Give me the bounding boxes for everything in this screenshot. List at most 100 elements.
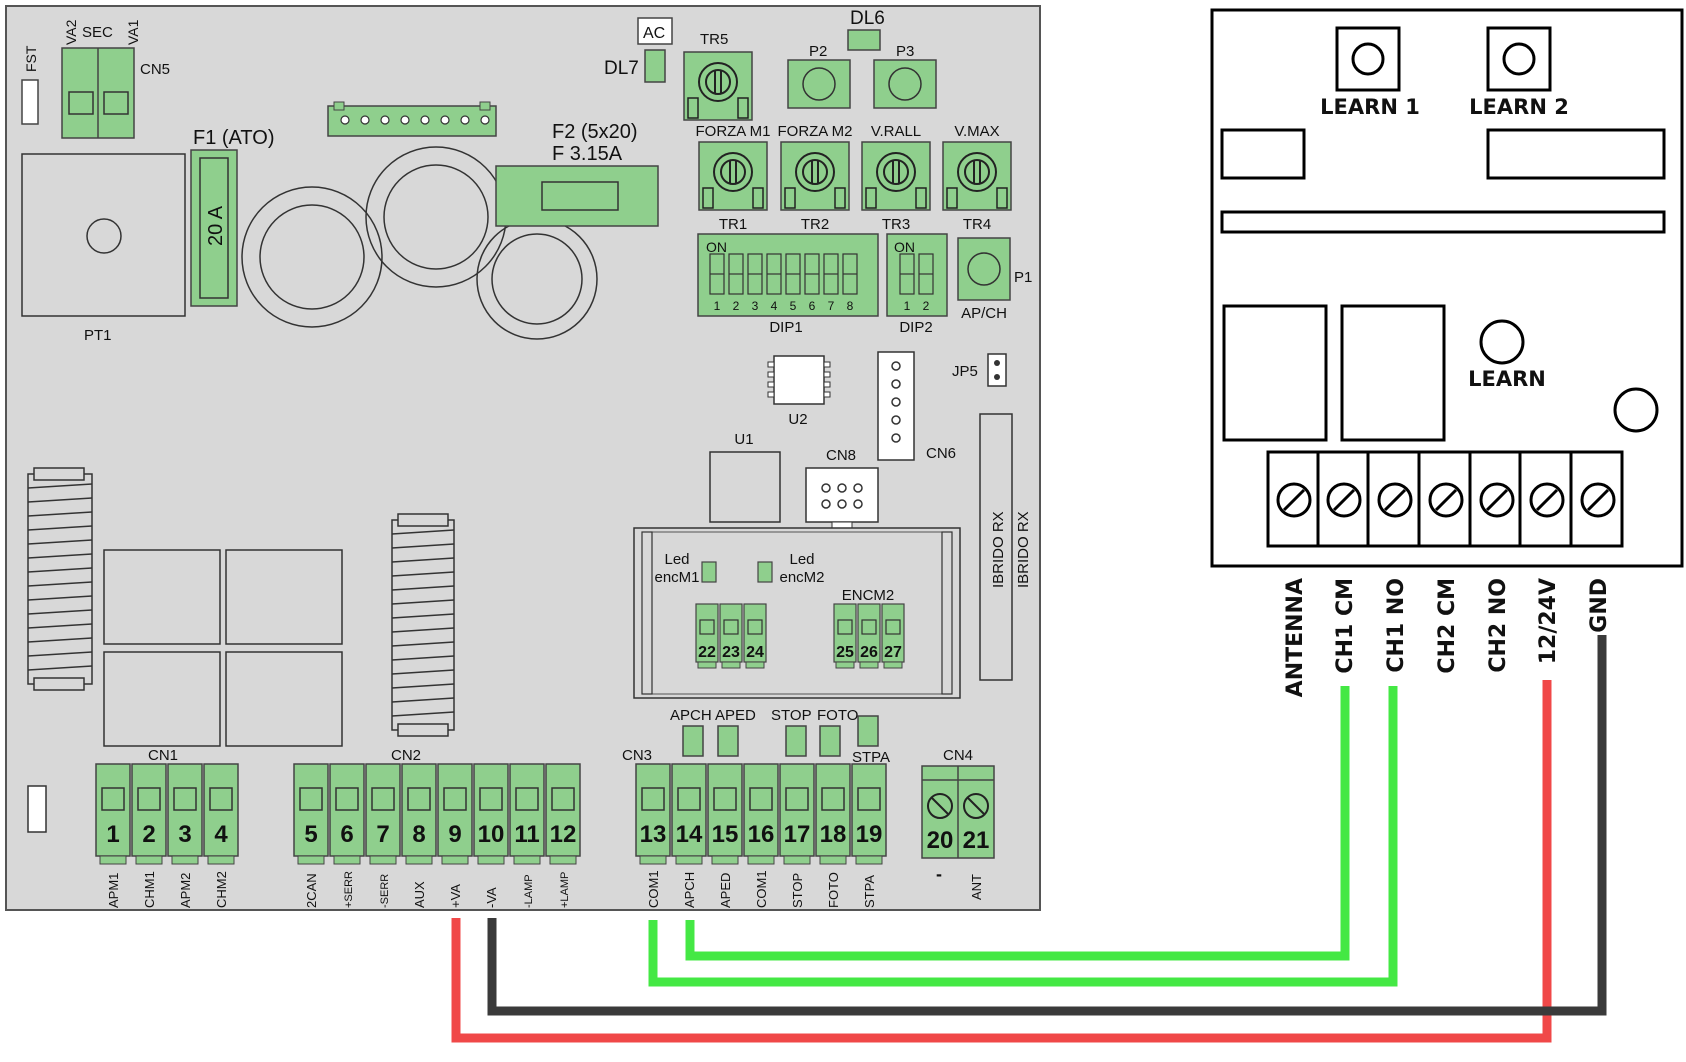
p1-id: P1: [1014, 269, 1032, 286]
trimmer-tr3-id: TR3: [882, 216, 910, 233]
cn4-label: CN4: [943, 747, 973, 764]
fst-label: FST: [23, 45, 39, 72]
terminal-name: +VA: [448, 884, 463, 908]
terminal-number: 15: [712, 821, 739, 848]
terminal-name: +SERR: [343, 871, 355, 908]
cn6-connector: [877, 351, 915, 461]
learn1-label: LEARN 1: [1320, 95, 1420, 119]
receiver-terminal-label: CH2 CM: [1435, 578, 1460, 674]
tr5-label: TR5: [700, 31, 728, 48]
learn-led: [1479, 319, 1525, 365]
encm1-terminals: 22 23 24: [695, 603, 767, 669]
p1-button: [957, 237, 1011, 301]
receiver-relay: [1222, 304, 1328, 442]
led-encm1: [701, 561, 717, 583]
ac-box: [637, 17, 673, 45]
dl6-led: [847, 29, 881, 51]
trimmer-tr3: [861, 141, 931, 211]
cn5-connector: [61, 47, 135, 139]
trimmer-tr4-id: TR4: [963, 216, 991, 233]
coil-left: [27, 467, 93, 691]
control-board: FST VA2 SEC VA1 CN5 PT1 F1 (ATO) 20 A: [5, 5, 1041, 911]
terminal-number: 13: [640, 821, 667, 848]
fuse2: [495, 165, 659, 227]
p2-label: P2: [809, 43, 827, 60]
fuse2-line2: F 3.15A: [552, 143, 623, 165]
u2-chip: [767, 355, 831, 405]
led-aped-label: APED: [715, 707, 756, 724]
screw-icon: [1326, 482, 1362, 518]
dip1-num: 2: [733, 299, 740, 313]
va1-label: VA1: [125, 19, 141, 45]
learn2-label: LEARN 2: [1469, 95, 1569, 119]
screw-icon: [1580, 482, 1616, 518]
terminal-number: 12: [550, 821, 577, 848]
enc-terminal-num: 27: [884, 644, 902, 661]
dip1-on: ON: [706, 239, 727, 255]
cn3-terminal-block: 13 14 15 16 17 18 19 COM1 APCH APED COM1…: [635, 763, 887, 908]
dip1-num: 3: [752, 299, 759, 313]
terminal-name: APM1: [106, 873, 121, 908]
screw-icon: [1428, 482, 1464, 518]
encm2-terminals: 25 26 27: [833, 603, 905, 669]
trimmer-tr1: [698, 141, 768, 211]
cn5-label: CN5: [140, 61, 170, 78]
receiver-terminal-label: CH1 NO: [1384, 578, 1409, 673]
terminal-number: 1: [106, 821, 119, 848]
dl7-label: DL7: [604, 58, 639, 79]
terminal-name: CHM1: [142, 871, 157, 908]
terminal-name: -SERR: [379, 874, 391, 908]
terminal-number: 4: [214, 821, 228, 848]
terminal-number: 9: [448, 821, 461, 848]
dip1-num: 6: [809, 299, 816, 313]
tr5-trimmer: [683, 51, 753, 121]
encoder-module: [633, 527, 961, 699]
screw-icon: [1276, 482, 1312, 518]
dl7-led: [644, 49, 666, 83]
dip2-on: ON: [894, 239, 915, 255]
cn8-label: CN8: [826, 447, 856, 464]
fuse1: [190, 149, 238, 307]
terminal-name: COM1: [646, 870, 661, 908]
cn3-label: CN3: [622, 747, 652, 764]
screw-icon: [1377, 482, 1413, 518]
receiver-terminal-block: [1266, 450, 1624, 548]
terminal-number: 20: [927, 827, 954, 854]
cn2-terminal-block: 5 6 7 8 9 10 11 12 2CAN +SERR -SERR AUX …: [293, 763, 581, 908]
led-foto-label: FOTO: [817, 707, 858, 724]
led-encm1-line2: encM1: [654, 569, 699, 586]
terminal-number: 14: [676, 821, 703, 848]
terminal-number: 19: [856, 821, 883, 848]
terminal-number: 16: [748, 821, 775, 848]
fuse1-title: F1 (ATO): [193, 127, 274, 149]
learn1-button: [1335, 26, 1401, 92]
status-leds: [682, 715, 879, 757]
receiver-terminal-label: 12/24V: [1536, 578, 1561, 664]
terminal-name: CHM2: [214, 871, 229, 908]
receiver-component: [1220, 128, 1306, 180]
terminal-name: STPA: [862, 875, 877, 908]
terminal-name: -: [936, 864, 942, 884]
terminal-number: 5: [304, 821, 317, 848]
terminal-name: -LAMP: [523, 874, 535, 908]
dip1-numbers: 1 2 3 4 5 6 7 8: [714, 299, 854, 313]
enc-terminal-num: 26: [860, 644, 878, 661]
cn8-connector: [805, 467, 879, 529]
ibrido-rx-slot: [979, 413, 1013, 681]
led-stop-label: STOP: [771, 707, 812, 724]
trimmer-tr2: [780, 141, 850, 211]
trimmer-tr2-id: TR2: [801, 216, 829, 233]
pt1-label: PT1: [84, 327, 112, 344]
cn1-label: CN1: [148, 747, 178, 764]
p3-button: [873, 59, 937, 109]
dip1-num: 7: [828, 299, 835, 313]
dip1-num: 4: [771, 299, 778, 313]
trimmer-tr1-name: FORZA M1: [695, 123, 770, 140]
terminal-name: -VA: [484, 887, 499, 908]
p2-button: [787, 59, 851, 109]
enc-terminal-num: 22: [698, 644, 716, 661]
wire-green-ch1-no: [648, 686, 1398, 987]
dip2-num: 1: [904, 299, 911, 313]
terminal-name: AUX: [412, 881, 427, 908]
led-apch-label: APCH: [670, 707, 712, 724]
